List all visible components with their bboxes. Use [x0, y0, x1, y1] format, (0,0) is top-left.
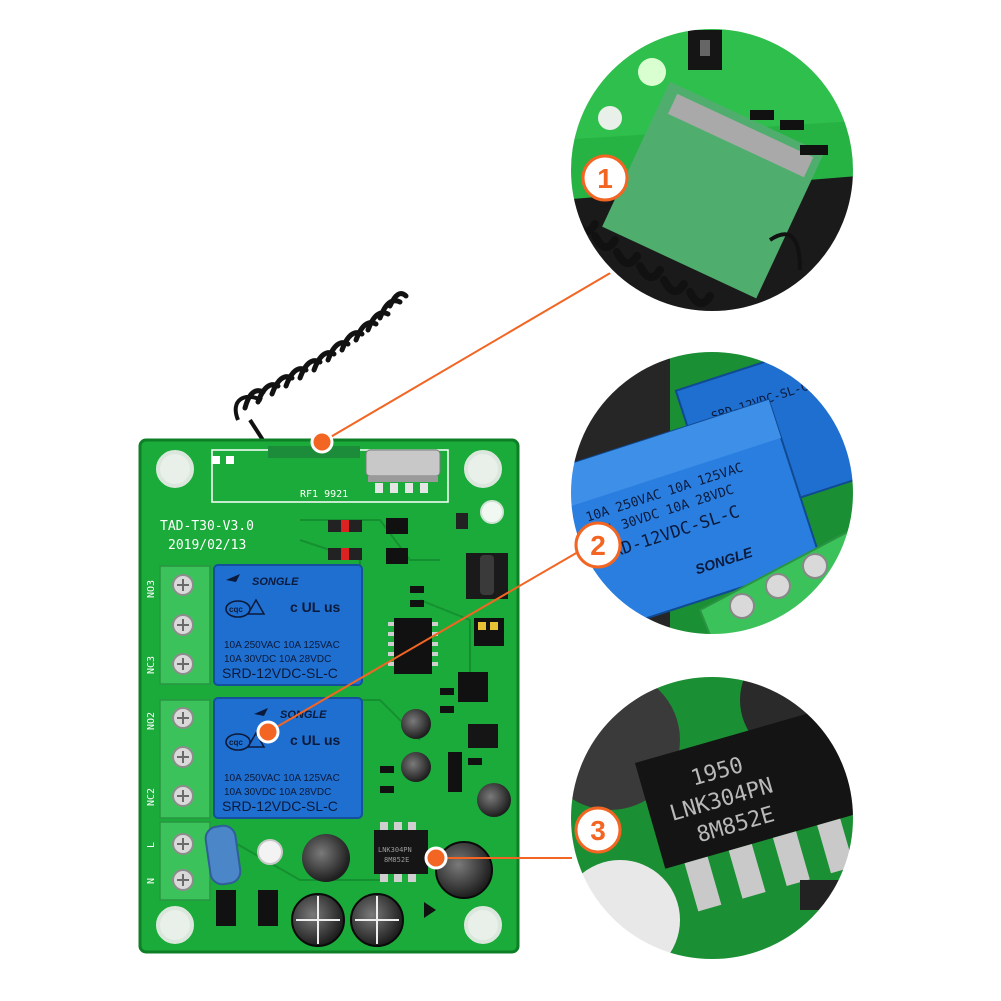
- terminal-label-nc2: NC2: [146, 788, 157, 806]
- relay-k2-cqc: cqc: [229, 605, 243, 614]
- diodes-d2-d3: [328, 518, 408, 564]
- terminal-label-n: N: [146, 878, 157, 884]
- electrolytic-capacitors: [291, 709, 511, 947]
- inductor: [302, 834, 350, 882]
- terminal-label-nc3: NC3: [146, 656, 157, 674]
- relay-k2-spec2: 10A 30VDC 10A 28VDC: [224, 654, 331, 665]
- ic-u1: [394, 618, 432, 674]
- callout-number-1: 1: [597, 163, 613, 194]
- ic-u2: [458, 672, 488, 702]
- led: [480, 500, 504, 524]
- relay-k2-ul: c UL us: [290, 599, 341, 615]
- relay-k1-cqc: cqc: [229, 738, 243, 747]
- relay-k1-ul: c UL us: [290, 732, 341, 748]
- ic-u4-mark-a: LNK304PN: [378, 846, 412, 854]
- relay-k1-spec1: 10A 250VAC 10A 125VAC: [224, 773, 340, 784]
- relay-k1-model: SRD-12VDC-SL-C: [222, 798, 338, 814]
- relay-k1-spec2: 10A 30VDC 10A 28VDC: [224, 787, 331, 798]
- relay-k2-model: SRD-12VDC-SL-C: [222, 665, 338, 681]
- x-capacitor: [204, 824, 242, 886]
- rf-label: RF1 9921: [300, 489, 348, 500]
- relay-k2-brand: SONGLE: [252, 576, 299, 588]
- terminal-blocks: [159, 565, 211, 901]
- antenna-coil: [233, 291, 409, 450]
- ic-u4-mark-b: 8M852E: [384, 856, 409, 864]
- relay-k2-spec1: 10A 250VAC 10A 125VAC: [224, 640, 340, 651]
- callout-dots: [256, 430, 448, 870]
- board-model-label: TAD-T30-V3.0: [160, 519, 254, 534]
- ic-u4-lnk304pn: [374, 830, 428, 874]
- callout-lines: [267, 271, 613, 859]
- relay-k2: SONGLE cqc c UL us 10A 250VAC 10A 125VAC…: [213, 564, 363, 686]
- board-date-label: 2019/02/13: [168, 538, 246, 553]
- callout-number-3: 3: [590, 815, 606, 846]
- terminal-label-no2: NO2: [146, 712, 157, 730]
- terminal-label-no3: NO3: [146, 580, 157, 598]
- zoom-circle-chip: 1950 LNK304PN 8M852E 3: [567, 673, 857, 963]
- callout-number-2: 2: [590, 530, 606, 561]
- terminal-label-l: L: [146, 842, 157, 848]
- zoom-circle-relays: SRD-12VDC-SL-C 10A 250VAC 10A 125VAC 10A…: [567, 348, 857, 638]
- relay-k1: SONGLE cqc c UL us 10A 250VAC 10A 125VAC…: [213, 697, 363, 819]
- mounting-holes: [156, 450, 502, 944]
- zoom-circle-rf-module: 1: [567, 25, 857, 315]
